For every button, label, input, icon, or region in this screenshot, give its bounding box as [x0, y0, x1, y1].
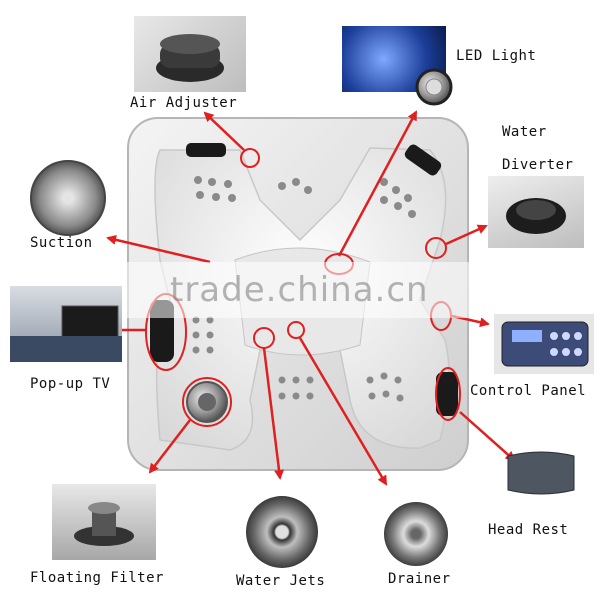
label-head-rest: Head Rest: [488, 522, 569, 538]
label-drainer: Drainer: [388, 571, 451, 587]
callout-arrows: [106, 110, 516, 486]
hl-drainer: [287, 321, 305, 339]
suction-photo: [30, 160, 106, 236]
head-rest-photo: [504, 446, 578, 500]
air-adjuster-photo: [134, 16, 246, 92]
arrow-water-diverter: [445, 224, 488, 246]
pillow-2: [404, 144, 442, 176]
water-diverter-photo: [488, 176, 584, 248]
drainer-photo: [384, 502, 448, 566]
label-suction: Suction: [30, 235, 93, 251]
hl-water-diverter: [425, 237, 447, 259]
arrow-head-rest: [459, 411, 516, 462]
arrow-water-jets: [262, 347, 284, 480]
led-light-photo: [342, 26, 446, 92]
control-panel-photo: [494, 314, 594, 374]
jet-cluster: [192, 176, 416, 402]
label-control-panel: Control Panel: [470, 383, 587, 399]
watermark-text: trade.china.cn: [170, 270, 429, 310]
arrow-suction: [106, 234, 211, 264]
label-water-diverter-2: Diverter: [502, 157, 574, 173]
floating-filter-core: [198, 393, 216, 411]
label-water-jets: Water Jets: [236, 573, 326, 589]
label-water-diverter-1: Water: [502, 124, 547, 140]
pillow-1: [186, 143, 226, 157]
hl-head-rest: [435, 367, 461, 421]
hl-floating-filter: [182, 377, 232, 427]
label-floating-filter: Floating Filter: [30, 570, 164, 586]
label-air-adjuster: Air Adjuster: [130, 95, 238, 111]
label-led-light: LED Light: [456, 48, 537, 64]
floating-filter-photo: [52, 484, 156, 560]
arrow-air-adjuster: [203, 111, 245, 151]
water-jets-photo: [246, 496, 318, 568]
pillow-right: [436, 372, 458, 416]
label-popup-tv: Pop-up TV: [30, 376, 111, 392]
popup-tv-photo: [10, 286, 122, 362]
arrow-floating-filter: [148, 419, 191, 474]
hl-air-adjuster: [240, 148, 260, 168]
arrow-led-light: [337, 110, 418, 257]
arrow-drainer: [298, 337, 388, 486]
